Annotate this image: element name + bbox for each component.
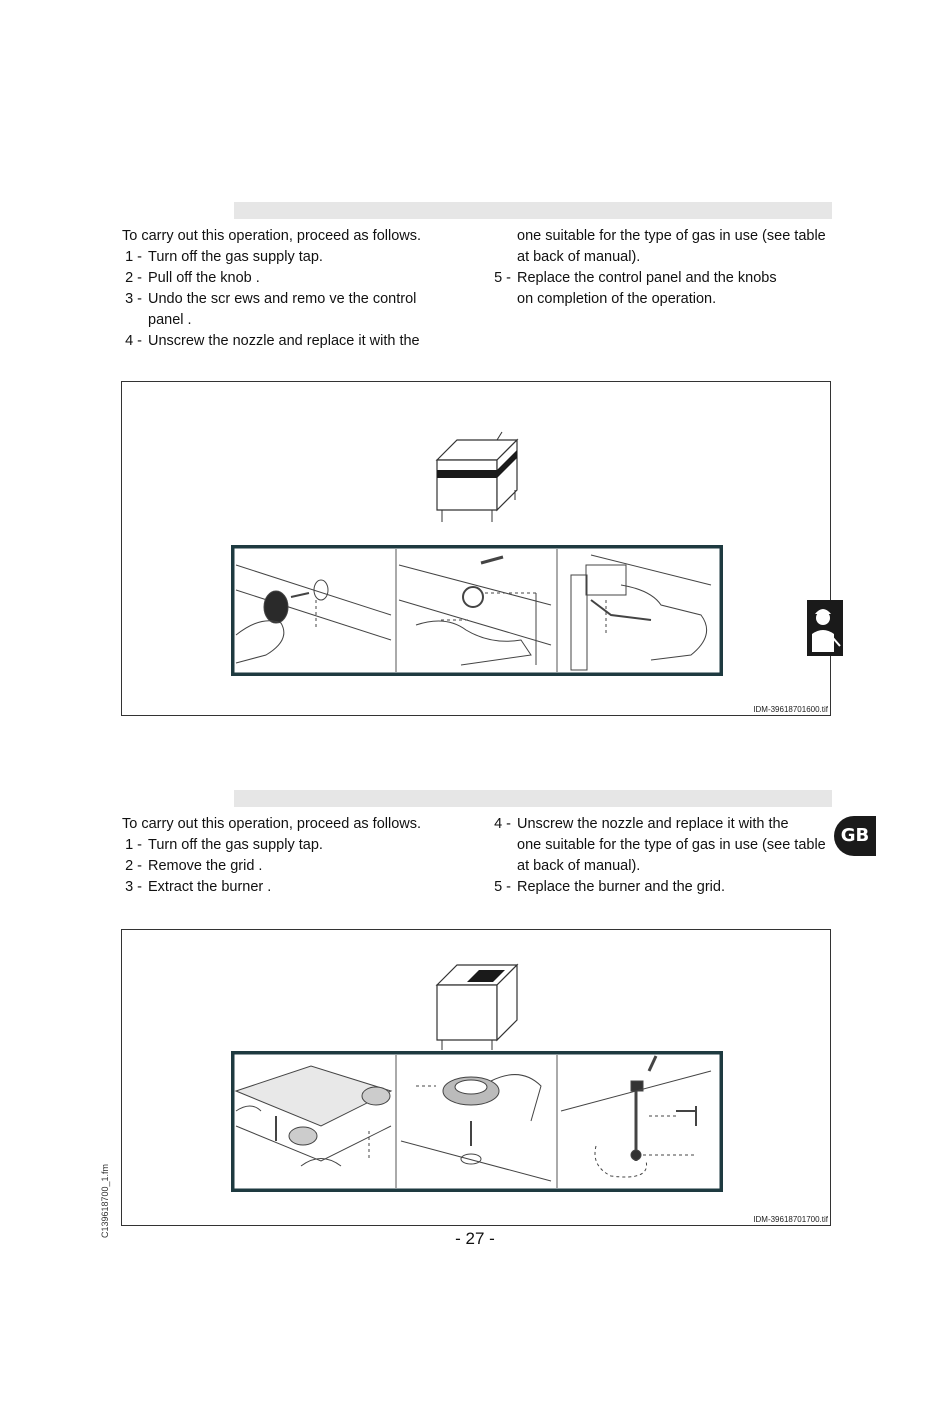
section2-step: 2 -Remove the grid . [125, 858, 263, 874]
burner-removal-sketch [400, 1074, 552, 1182]
section1-right-line: at back of manual). [517, 249, 641, 265]
section2-right-column: 4 -Unscrew the nozzle and replace it wit… [491, 814, 826, 898]
section1-step: 4 -Unscrew the nozzle and replace it wit… [125, 333, 420, 349]
section1-right-line: one suitable for the type of gas in use … [517, 228, 826, 244]
knob-removal-sketch [235, 564, 392, 664]
section1-step: 2 -Pull off the knob . [125, 270, 260, 286]
figure-2: IDM-39618701700.tif [121, 929, 831, 1226]
section1-step: 1 -Turn off the gas supply tap. [125, 249, 323, 265]
appliance-unit-illustration [435, 963, 519, 1050]
section2-right-line: 5 -Replace the burner and the grid. [494, 879, 725, 895]
section1-left-column: To carry out this operation, proceed as … [122, 226, 421, 352]
section1-heading-bar [234, 202, 832, 219]
page-number: - 27 - [455, 1229, 495, 1248]
language-tab: GB [834, 816, 876, 856]
section1-right-line: 5 -Replace the control panel and the kno… [494, 270, 777, 286]
section2-right-line: 4 -Unscrew the nozzle and replace it wit… [494, 816, 789, 832]
section1-right-line: on completion of the operation. [517, 291, 717, 307]
appliance-unit-illustration [435, 431, 519, 522]
grid-removal-sketch [234, 1065, 393, 1167]
nozzle-wrench-sketch [570, 554, 712, 671]
procedure-panel-2 [231, 1051, 723, 1192]
figure-2-id: IDM-39618701700.tif [753, 1215, 828, 1224]
technician-icon [807, 600, 843, 656]
figure-1: IDM-39618701600.tif [121, 381, 831, 716]
screw-removal-sketch [398, 555, 552, 666]
section2-right-line: one suitable for the type of gas in use … [517, 837, 826, 853]
section2-step: 1 -Turn off the gas supply tap. [125, 837, 323, 853]
section1-right-column: one suitable for the type of gas in use … [491, 226, 826, 310]
nozzle-replacement-sketch [560, 1055, 712, 1178]
section2-heading-bar [234, 790, 832, 807]
document-code: C139618700_1.fm [100, 1163, 110, 1238]
section2-intro: To carry out this operation, proceed as … [122, 816, 422, 832]
section2-right-line: at back of manual). [517, 858, 641, 874]
section2-left-column: To carry out this operation, proceed as … [122, 814, 421, 898]
section2-step: 3 -Extract the burner . [125, 879, 272, 895]
procedure-panel-1 [231, 545, 723, 676]
section1-step: panel . [148, 312, 192, 328]
section1-step: 3 -Undo the scr ews and remo ve the cont… [125, 291, 417, 307]
section1-intro: To carry out this operation, proceed as … [122, 228, 422, 244]
figure-1-id: IDM-39618701600.tif [753, 705, 828, 714]
